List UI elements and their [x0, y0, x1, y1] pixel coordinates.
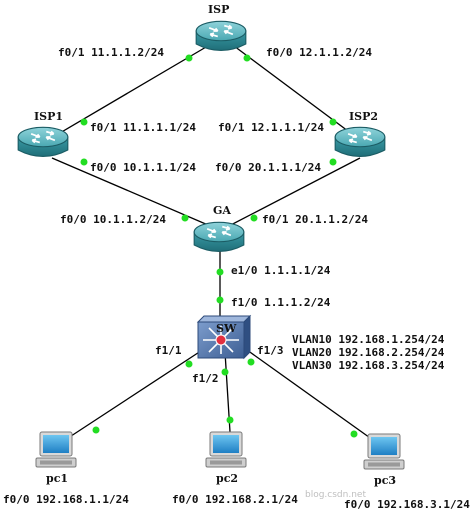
label-ga-f01: f0/1 20.1.1.2/24 [262, 213, 368, 226]
label-isp1-f00: f0/0 10.1.1.1/24 [90, 161, 196, 174]
port-dot [181, 214, 189, 222]
port-dot [247, 358, 255, 366]
port-dot [185, 54, 193, 62]
device-name: ISP1 [34, 110, 63, 123]
device-pc1[interactable]: pc1 [35, 431, 77, 485]
vlan-label: VLAN20 192.168.2.254/24 [292, 346, 445, 359]
device-pc2[interactable]: pc2 [205, 431, 247, 485]
pc-icon [363, 433, 405, 470]
port-dot [250, 214, 258, 222]
device-isp1[interactable]: ISP1 [17, 110, 69, 158]
link-sw-pc1 [64, 344, 211, 441]
router-icon [195, 20, 247, 52]
label-sw-f13: f1/3 [257, 344, 284, 357]
device-name: pc3 [374, 474, 396, 487]
device-name: pc2 [216, 472, 238, 485]
router-icon [193, 221, 245, 253]
device-name: SW [216, 322, 237, 335]
device-isp2[interactable]: ISP2 [334, 110, 386, 158]
pc-icon [205, 431, 247, 468]
device-name: ISP2 [349, 110, 378, 123]
multilayer-switch-icon [196, 314, 252, 360]
port-dot [243, 54, 251, 62]
port-dot [329, 158, 337, 166]
port-dot [216, 268, 224, 276]
watermark: blog.csdn.net [305, 490, 366, 500]
label-sw-f10: f1/0 1.1.1.2/24 [231, 296, 331, 309]
device-name: ISP [208, 3, 229, 16]
device-ga[interactable]: GA [193, 204, 245, 253]
label-sw-f11: f1/1 [155, 344, 182, 357]
vlan-label: VLAN30 192.168.3.254/24 [292, 359, 445, 372]
label-isp2-f01: f0/1 12.1.1.1/24 [218, 121, 324, 134]
port-dots [80, 54, 358, 438]
label-pc1-f00: f0/0 192.168.1.1/24 [3, 493, 129, 506]
device-sw[interactable]: SW [196, 314, 252, 360]
label-ga-e10: e1/0 1.1.1.1/24 [231, 264, 331, 277]
port-dot [185, 360, 193, 368]
port-dot [92, 426, 100, 434]
link-isp2-ga [224, 157, 361, 229]
device-name: GA [213, 204, 231, 217]
link-sw-pc3 [239, 344, 381, 446]
pc-icon [35, 431, 77, 468]
label-pc3-f00: f0/0 192.168.3.1/24 [344, 498, 470, 511]
device-pc3[interactable]: pc3 [363, 433, 405, 487]
vlan-label: VLAN10 192.168.1.254/24 [292, 333, 445, 346]
router-icon [17, 126, 69, 158]
port-dot [226, 416, 234, 424]
port-dot [350, 430, 358, 438]
label-isp-f01: f0/1 11.1.1.2/24 [58, 46, 164, 59]
port-dot [329, 118, 337, 126]
label-isp2-f00: f0/0 20.1.1.1/24 [215, 161, 321, 174]
interface-labels: f0/1 11.1.1.2/24 f0/0 12.1.1.2/24 f0/1 1… [3, 46, 470, 511]
vlan-labels: VLAN10 192.168.1.254/24 VLAN20 192.168.2… [292, 333, 445, 372]
device-isp[interactable]: ISP [195, 3, 247, 52]
port-dot [80, 158, 88, 166]
label-isp1-f01: f0/1 11.1.1.1/24 [90, 121, 196, 134]
port-dot [80, 118, 88, 126]
label-isp-f00: f0/0 12.1.1.2/24 [266, 46, 372, 59]
label-sw-f12: f1/2 [192, 372, 219, 385]
port-dot [221, 368, 229, 376]
router-icon [334, 126, 386, 158]
port-dot [216, 296, 224, 304]
label-ga-f00: f0/0 10.1.1.2/24 [60, 213, 166, 226]
label-pc2-f00: f0/0 192.168.2.1/24 [172, 493, 298, 506]
device-name: pc1 [46, 472, 68, 485]
